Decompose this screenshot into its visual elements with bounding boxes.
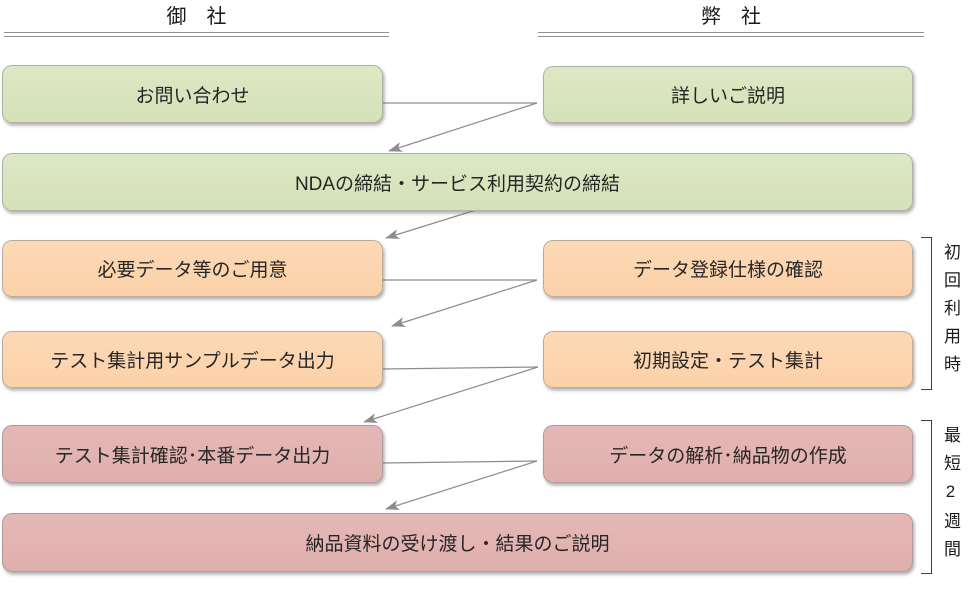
step-label: お問い合わせ: [135, 85, 250, 107]
step-label: 納品資料の受け渡し・結果のご説明: [305, 534, 610, 555]
header-rule-left: [4, 32, 389, 37]
arrow-analysis-to-handover: [385, 460, 538, 510]
bracket-first-use: [921, 237, 932, 390]
header-rule-right: [538, 32, 924, 37]
bracket-min-two-weeks: [921, 420, 932, 574]
step-prepare-required-data: 必要データ等のご用意: [2, 240, 383, 297]
arrow-initial-setup-to-test-confirm: [363, 366, 539, 423]
column-header-your-company: 御 社: [166, 6, 227, 28]
step-detailed-explanation: 詳しいご説明: [543, 66, 913, 123]
step-label: 初期設定・テスト集計: [632, 351, 823, 372]
step-initial-setup-test-tabulation: 初期設定・テスト集計: [543, 331, 913, 388]
step-data-registration-spec-confirm: データ登録仕様の確認: [543, 240, 913, 297]
arrow-spec-confirm-to-sample-output: [391, 279, 538, 327]
step-label: データの解析･納品物の作成: [609, 445, 847, 467]
step-label: テスト集計用サンプルデータ出力: [50, 351, 335, 372]
step-label: テスト集計確認･本番データ出力: [54, 445, 331, 467]
step-test-sample-data-output: テスト集計用サンプルデータ出力: [2, 331, 383, 388]
arrow-explanation-to-nda: [388, 102, 538, 152]
step-test-confirm-production-output: テスト集計確認･本番データ出力: [2, 425, 383, 483]
step-inquiry: お問い合わせ: [2, 65, 383, 123]
step-nda-contract: NDAの締結・サービス利用契約の締結: [2, 153, 913, 211]
arrow-nda-to-prepare-data: [385, 209, 477, 239]
annotation-min-two-weeks: 最短2週間: [941, 426, 960, 568]
step-label: 必要データ等のご用意: [97, 260, 288, 281]
step-deliverable-handover-result-explanation: 納品資料の受け渡し・結果のご説明: [2, 513, 913, 572]
connector-sample-output-to-initial-setup: [382, 366, 539, 370]
step-label: 詳しいご説明: [670, 86, 785, 107]
column-header-our-company: 弊 社: [701, 6, 761, 28]
annotation-first-use-time: 初回利用時: [941, 243, 960, 383]
step-label: データ登録仕様の確認: [632, 260, 823, 281]
connector-test-confirm-to-analysis: [382, 460, 538, 464]
step-data-analysis-deliverable-creation: データの解析･納品物の作成: [543, 425, 913, 483]
step-label: NDAの締結・サービス利用契約の締結: [294, 173, 621, 195]
